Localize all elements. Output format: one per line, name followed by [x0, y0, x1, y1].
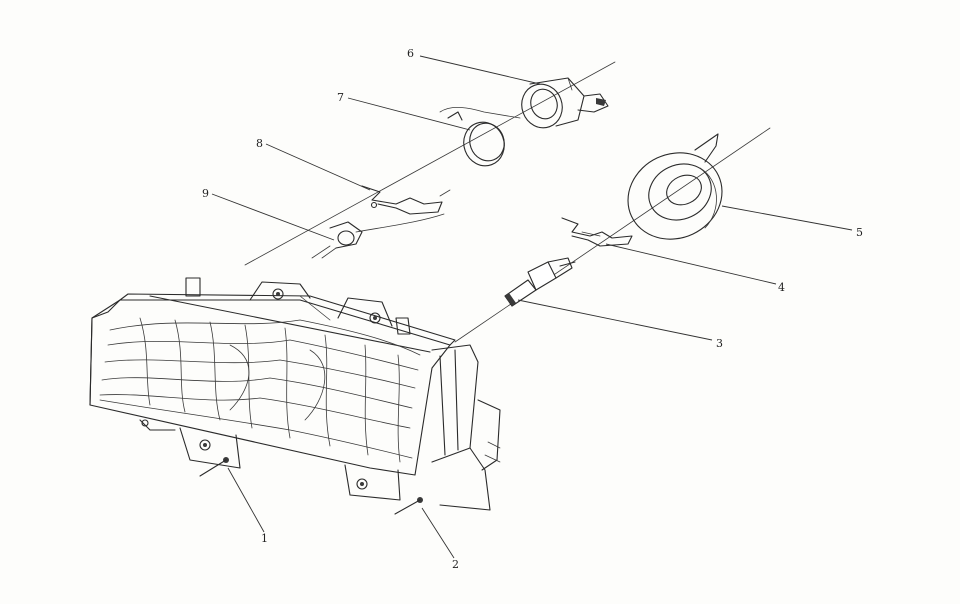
leader-7	[347, 97, 471, 131]
leader-lines	[211, 55, 853, 559]
leader-6	[419, 55, 541, 85]
callout-6: 6	[407, 47, 414, 60]
leader-4	[605, 243, 777, 285]
screw-2-icon	[394, 497, 423, 515]
callout-labels: 1 2 3 4 5 6 7 8 9	[202, 47, 863, 571]
callout-1: 1	[261, 532, 268, 545]
callout-4: 4	[778, 281, 785, 294]
leader-3	[517, 299, 713, 341]
screw-1-icon	[199, 457, 229, 477]
seal-ring-icon	[439, 107, 521, 167]
spring-clip-icon	[361, 185, 451, 215]
wire-connector-icon	[311, 213, 445, 259]
callout-3: 3	[716, 337, 723, 350]
bulb-icon	[504, 257, 576, 307]
leader-9	[211, 193, 335, 241]
headlamp-housing	[89, 277, 501, 511]
leader-2	[421, 507, 455, 559]
socket-axis-line	[244, 61, 616, 266]
dust-cover-icon	[627, 133, 723, 240]
leader-1	[227, 467, 265, 533]
bulb-socket-icon	[521, 77, 609, 129]
callout-7: 7	[337, 91, 344, 104]
callout-9: 9	[202, 187, 209, 200]
callout-5: 5	[856, 226, 863, 239]
retaining-clip-icon	[561, 217, 633, 247]
bulb-axis-line	[454, 127, 771, 343]
callout-2: 2	[452, 558, 459, 571]
callout-8: 8	[256, 137, 263, 150]
leader-5	[721, 205, 853, 231]
leader-8	[265, 143, 371, 191]
